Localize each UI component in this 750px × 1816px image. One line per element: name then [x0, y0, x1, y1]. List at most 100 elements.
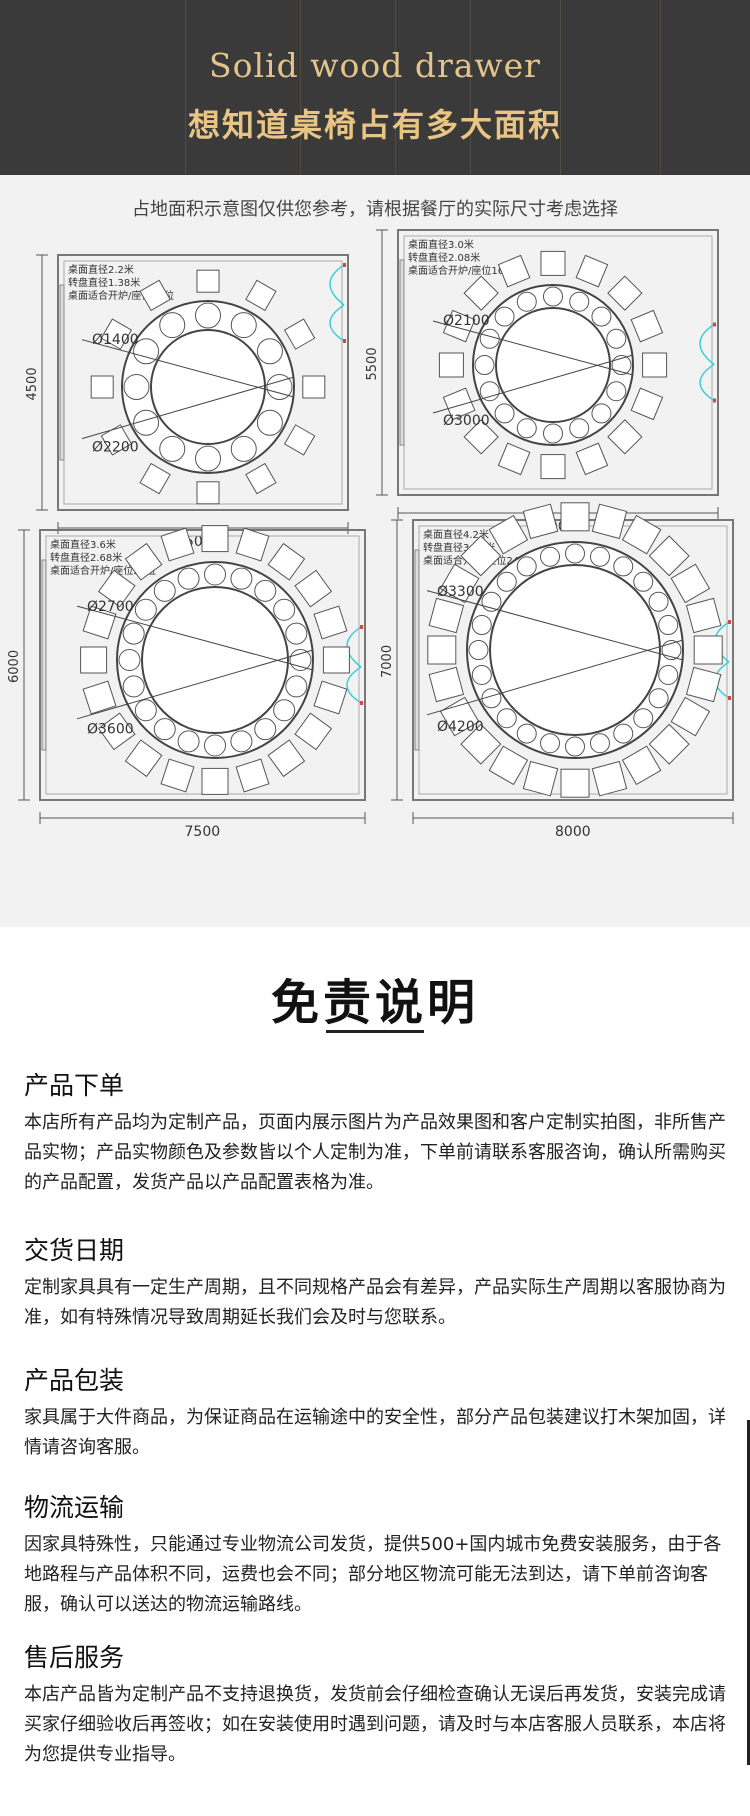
table-info-text: 转盘直径1.38米	[68, 276, 140, 289]
plate	[273, 699, 296, 722]
chair	[294, 569, 333, 608]
plate	[195, 445, 221, 472]
section-heading: 产品包装	[24, 1366, 125, 1395]
section-heading: 售后服务	[24, 1643, 125, 1672]
decor-line	[395, 0, 396, 175]
chair	[648, 723, 690, 765]
plate	[133, 409, 160, 436]
room-wall	[57, 254, 349, 511]
table-info-text: 桌面直径3.0米	[408, 238, 474, 251]
floor-plan-diagrams: 桌面直径2.2米转盘直径1.38米桌面适合开炉/座位12位Ø1400Ø22005…	[7, 229, 734, 840]
window	[414, 549, 420, 751]
chair	[488, 514, 529, 555]
chair	[575, 442, 609, 476]
chair	[460, 535, 502, 577]
chair	[591, 760, 628, 797]
plate	[122, 675, 145, 698]
plate	[134, 598, 157, 621]
chair	[139, 462, 171, 495]
plate	[479, 381, 500, 402]
window	[59, 284, 65, 461]
dimension-line	[426, 639, 684, 716]
chair	[497, 442, 531, 476]
table-info-text: 桌面直径4.2米	[423, 528, 489, 541]
door-swing	[329, 304, 345, 342]
chair	[685, 597, 722, 634]
chair	[522, 503, 559, 540]
plate	[468, 640, 489, 660]
plate	[591, 306, 612, 327]
dimension-line	[76, 605, 314, 671]
chair	[607, 419, 643, 455]
disclaimer-section-packaging: 产品包装 家具属于大件商品，为保证商品在运输途中的安全性，部分产品包装建议打木架…	[0, 1365, 750, 1463]
chair	[80, 646, 108, 674]
outer-diameter-label: Ø2200	[92, 440, 139, 456]
chair	[621, 514, 662, 555]
plate	[177, 567, 200, 590]
chair	[560, 502, 590, 532]
plate	[254, 579, 277, 602]
chair	[302, 375, 326, 399]
chair	[294, 712, 333, 751]
door-hinge	[713, 322, 716, 327]
plate	[658, 615, 679, 636]
chair	[488, 745, 529, 786]
chair	[283, 424, 316, 456]
header-decor-lines	[0, 0, 750, 175]
plate	[133, 338, 160, 365]
plate	[256, 338, 283, 365]
plate	[254, 718, 277, 741]
plate	[153, 579, 176, 602]
window	[399, 259, 405, 446]
lazy-susan	[495, 307, 611, 423]
chair	[82, 680, 117, 715]
lazy-susan	[150, 329, 266, 445]
table-info-text: 转盘直径2.08米	[408, 251, 480, 264]
inner-diameter-label: Ø2100	[443, 313, 490, 329]
plate	[479, 328, 500, 349]
decor-line	[470, 0, 471, 175]
chair	[460, 723, 502, 765]
plate	[611, 355, 632, 375]
chair	[428, 597, 465, 634]
section-body: 定制家具具有一定生产周期，且不同规格产品会有差异，产品实际生产周期以客服协商为准…	[24, 1277, 726, 1328]
floor-plan-section: 占地面积示意图仅供您参考，请根据餐厅的实际尺寸考虑选择 桌面直径2.2米转盘直径…	[0, 175, 750, 927]
chair	[560, 768, 590, 798]
plate	[633, 571, 654, 592]
plate	[159, 312, 186, 339]
plate	[285, 622, 308, 645]
outer-diameter-label: Ø3600	[87, 722, 134, 738]
chair	[630, 387, 664, 421]
chair	[124, 739, 163, 778]
plate	[569, 418, 590, 439]
chair	[648, 535, 690, 577]
header-title-cn: 想知道桌椅占有多大面积	[187, 106, 562, 144]
window	[41, 559, 47, 751]
plate	[177, 730, 200, 753]
dimension-line	[432, 320, 634, 376]
chair	[621, 745, 662, 786]
chair	[428, 666, 465, 703]
door-hinge	[728, 696, 731, 700]
chair	[201, 767, 229, 795]
chair	[591, 503, 628, 540]
outer-diameter-label: Ø3000	[443, 413, 490, 429]
section-heading: 物流运输	[24, 1493, 125, 1522]
edge-bar	[747, 1420, 750, 1765]
disclaimer-section-after-sales: 售后服务 本店产品皆为定制产品不支持退换货，发货前会仔细检查确认无误后再发货，安…	[0, 1642, 750, 1770]
chair	[607, 275, 643, 311]
chair	[245, 279, 277, 312]
table-info-text: 转盘直径2.68米	[50, 551, 122, 564]
plate	[565, 736, 585, 757]
plate	[540, 733, 561, 754]
door-hinge	[360, 625, 363, 629]
door-hinge	[728, 620, 731, 624]
chair	[267, 739, 306, 778]
plate	[285, 675, 308, 698]
plate	[516, 723, 537, 744]
title-underline	[326, 1030, 424, 1033]
disclaimer-title: 免责说明	[270, 975, 479, 1031]
door-hinge	[343, 263, 346, 267]
door-swing	[329, 264, 345, 306]
room-height-label: 6000	[7, 650, 22, 683]
